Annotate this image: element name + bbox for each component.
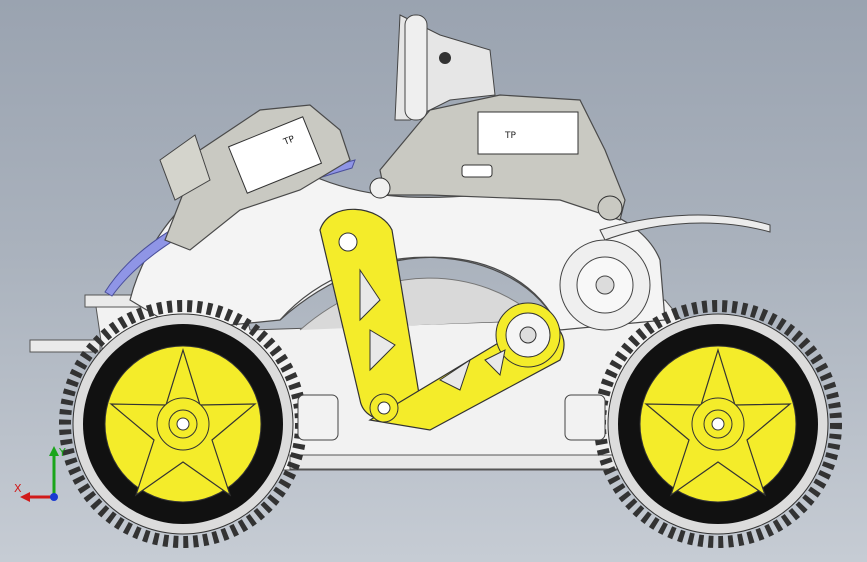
rear-wheel — [59, 300, 307, 548]
rear-motor-plate: TP — [159, 104, 351, 251]
front-fender — [599, 214, 771, 241]
coordinate-triad-icon: X Y — [14, 446, 66, 502]
yellow-linkage — [319, 208, 565, 431]
curved-strip — [104, 159, 356, 297]
front-motor — [564, 394, 606, 441]
rear-motor — [297, 394, 339, 441]
rear-plate-label: TP — [281, 134, 296, 148]
front-pulley — [559, 239, 651, 331]
front-motor-plate: TP — [369, 14, 626, 221]
front-wheel — [594, 300, 842, 548]
y-axis-label: Y — [58, 446, 66, 459]
front-plate-label: TP — [504, 131, 516, 141]
x-axis-label: X — [14, 482, 22, 495]
